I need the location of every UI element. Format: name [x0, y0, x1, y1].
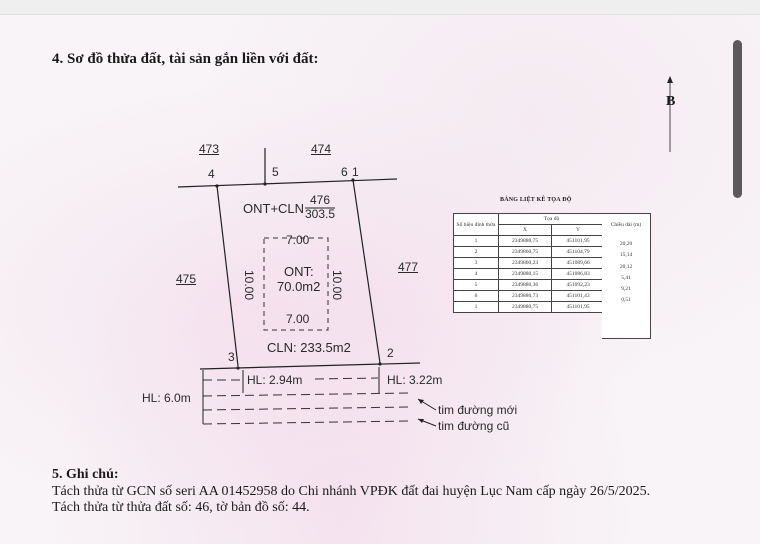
length-value: 15,14	[619, 252, 633, 259]
north-arrow-label: B	[666, 94, 676, 109]
viewer-top-bar	[0, 0, 760, 15]
x-value: 2349880,36	[498, 279, 552, 291]
point-id: 6	[453, 290, 499, 302]
house-top-dimension: 7.00	[286, 233, 310, 247]
house-left-dimension: 10.00	[242, 269, 257, 301]
x-value: 2349880,73	[498, 290, 552, 302]
vertex-3-label: 3	[228, 350, 235, 364]
table-row: 3 2349860,23 451089,66	[453, 257, 605, 269]
hl-right-label: HL: 3.22m	[387, 373, 443, 387]
neighbor-parcel-474: 474	[311, 142, 332, 156]
col-header-x: X	[498, 224, 552, 236]
y-value: 451089,66	[551, 257, 605, 269]
length-value: 20,20	[619, 241, 633, 247]
x-value: 2349880,15	[498, 268, 552, 280]
table-row: 2 2349860,75 451104,79	[453, 246, 605, 258]
y-value: 451086,83	[551, 268, 605, 280]
y-value: 451101,95	[551, 301, 605, 313]
point-id: 2	[453, 246, 499, 258]
house-bottom-dimension: 7.00	[286, 312, 310, 326]
length-value: 9,21	[621, 286, 631, 293]
house-land-type: ONT:	[284, 264, 314, 279]
y-value: 451092,23	[551, 279, 605, 291]
table-row: 5 2349880,36 451092,23	[453, 279, 605, 291]
land-use-type-label: ONT+CLN	[243, 201, 305, 216]
col-header-y: Y	[551, 224, 605, 236]
table-row: 1 2349880,75 451101,95	[453, 301, 605, 313]
old-road-centerline-label: tim đường cũ	[438, 419, 510, 433]
y-value: 451101,95	[551, 235, 605, 247]
col-header-coords: Tọa độ	[498, 213, 605, 225]
neighbor-parcel-473: 473	[199, 142, 220, 156]
note-line-2: Tách thửa từ thửa đất số: 46, tờ bản đồ …	[52, 500, 310, 515]
hl-left-label: HL: 2.94m	[247, 373, 303, 387]
col-header-point: Số hiệu đỉnh thửa	[453, 213, 499, 236]
point-id: 5	[453, 279, 499, 291]
length-column: Chiều dài (m) 20,20 15,14 20,12 5,41 9,2…	[602, 213, 651, 339]
parcel-number: 476	[310, 193, 331, 207]
note-line-1: Tách thửa từ GCN số seri AA 01452958 do …	[52, 484, 651, 499]
parcel-area: 303.5	[305, 207, 336, 221]
vertex-1-label: 1	[352, 165, 359, 179]
x-value: 2349880,75	[498, 235, 552, 247]
y-value: 451101,43	[551, 290, 605, 302]
vertex-5-label: 5	[272, 165, 279, 179]
section-4-heading: 4. Sơ đồ thửa đất, tài sản gắn liền với …	[52, 51, 319, 67]
length-value: 5,41	[621, 274, 631, 281]
x-value: 2349880,75	[498, 301, 552, 313]
table-row: 6 2349880,73 451101,43	[453, 290, 605, 302]
section-5-heading: 5. Ghi chú:	[52, 467, 119, 482]
coordinate-table-title: BẢNG LIỆT KÊ TỌA ĐỘ	[500, 197, 572, 203]
neighbor-parcel-477: 477	[398, 260, 419, 274]
hl-road-label: HL: 6.0m	[142, 391, 191, 405]
x-value: 2349860,75	[498, 246, 552, 258]
y-value: 451104,79	[551, 246, 605, 258]
house-area: 70.0m2	[277, 279, 321, 294]
neighbor-parcel-475: 475	[176, 272, 197, 286]
table-row: 4 2349880,15 451086,83	[453, 268, 605, 280]
table-row: 1 2349880,75 451101,95	[453, 235, 605, 247]
coordinate-table: Số hiệu đỉnh thửa Tọa độ X Y 1 2349880,7…	[453, 213, 605, 313]
house-right-dimension: 10.00	[330, 269, 345, 301]
vertex-6-label: 6	[341, 165, 348, 179]
x-value: 2349860,23	[498, 257, 552, 269]
point-id: 1	[453, 301, 499, 313]
length-value: 20,12	[619, 263, 633, 270]
new-road-centerline-label: tim đường mới	[438, 403, 518, 417]
length-value: 0,51	[621, 297, 631, 304]
cln-area-label: CLN: 233.5m2	[267, 340, 351, 355]
point-id: 3	[453, 257, 499, 269]
vertex-4-label: 4	[208, 167, 215, 181]
vertex-2-label: 2	[387, 346, 394, 360]
col-header-length: Chiều dài (m)	[610, 222, 642, 228]
point-id: 4	[453, 268, 499, 280]
vertical-scrollbar[interactable]	[733, 40, 742, 198]
point-id: 1	[453, 235, 499, 247]
